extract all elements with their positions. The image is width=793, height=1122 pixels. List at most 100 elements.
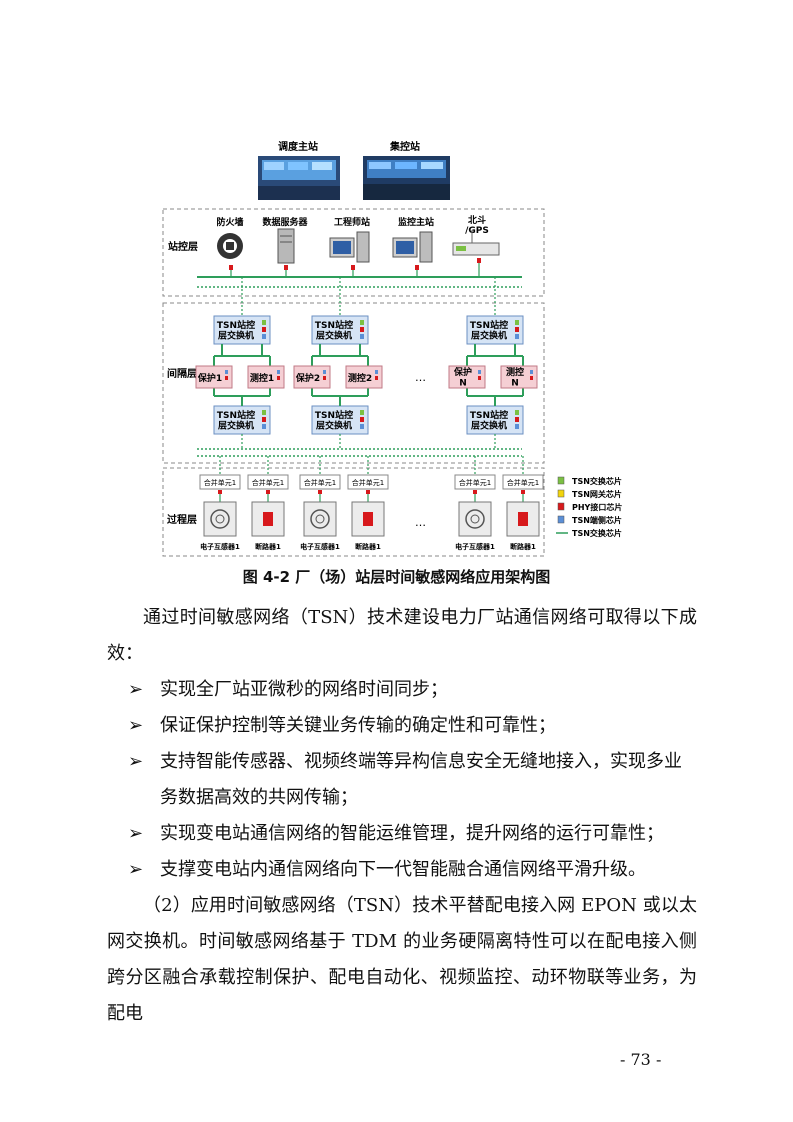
legend-item: PHY接口芯片 [557,502,622,512]
switch-label: TSN站控层交换机 [470,409,508,431]
control-label: 集控站 [389,140,420,153]
page-number: - 73 - [620,1050,662,1069]
merge-unit-label: 合并单元1 [459,478,491,487]
station-chips [229,258,481,270]
legend-label: TSN端侧芯片 [572,515,622,525]
switch-label: TSN站控层交换机 [217,409,255,431]
tsn-switch-lower: TSN站控层交换机 [213,405,271,435]
legend-label: TSN交换芯片 [572,476,622,486]
legend-label: TSN交换芯片 [572,528,622,538]
switch-label: TSN站控层交换机 [217,319,255,341]
bullet-arrow-icon: ➢ [128,679,144,700]
switch-label: TSN站控层交换机 [315,409,353,431]
list-item: ➢支撑变电站内通信网络向下一代智能融合通信网络平滑升级。 [128,852,698,888]
process-device-label: 断路器1 [510,542,536,551]
bay-unit-label: 保护2 [295,372,320,384]
bay-unit-label: 测控1 [250,372,274,384]
list-item: ➢实现变电站通信网络的智能运维管理，提升网络的运行可靠性； [128,816,698,852]
merge-unit-label: 合并单元1 [252,478,284,487]
process-devices: 合并单元1 电子互感器1 合并单元1 断路器1 合并单元1 电子互感器1 合并单元1 断路器1… [199,456,544,551]
benefit-list: ➢实现全厂站亚微秒的网络时间同步； ➢保证保护控制等关键业务传输的确定性和可靠性… [128,672,698,888]
merge-unit-label: 合并单元1 [204,478,236,487]
station-layer-box [162,208,545,297]
monitor-station-icon [392,231,433,263]
bay-control-unit: 测控1 [247,365,285,389]
engineer-station-label: 工程师站 [334,216,370,228]
firewall-icon [217,233,243,259]
dispatch-room-image [258,156,340,200]
legend-item: TSN交换芯片 [556,528,622,538]
dispatch-label: 调度主站 [278,140,318,153]
legend-item: TSN网关芯片 [557,489,622,499]
legend-item: TSN交换芯片 [557,476,622,486]
legend-label: PHY接口芯片 [572,502,622,512]
bay-unit-label: 保护1 [197,372,222,384]
breaker-icon [251,501,285,537]
process-device-label: 断路器1 [355,542,381,551]
paragraph-intro: 通过时间敏感网络（TSN）技术建设电力厂站通信网络可取得以下成效： [107,607,697,664]
process-device-label: 电子互感器1 [200,542,240,551]
tsn-switch-upper: TSN站控层交换机 [213,315,271,345]
merge-unit-label: 合并单元1 [304,478,336,487]
paragraph-2: （2）应用时间敏感网络（TSN）技术平替配电接入网 EPON 或以太网交换机。时… [107,895,697,1024]
switch-label: TSN站控层交换机 [315,319,353,341]
list-item: ➢保证保护控制等关键业务传输的确定性和可靠性； [128,708,698,744]
merge-unit: 合并单元1 [199,456,241,502]
tsn-switch-lower: TSN站控层交换机 [466,405,524,435]
control-room-image [363,156,450,200]
process-device-label: 电子互感器1 [455,542,495,551]
electronic-transformer-icon [458,501,492,537]
bay-protection-unit: 保护1 [195,365,233,389]
merge-unit: 合并单元1 [299,456,341,502]
breaker-icon [506,501,540,537]
bay-ellipsis: … [415,371,426,384]
process-layer-box [162,467,545,557]
beidou-gps-label: 北斗/GPS [465,214,489,236]
server-icon [277,228,295,264]
architecture-diagram: 调度主站 集控站 站控层 间隔层 过程层 防火墙 数据服务器 工程师站 监控主站… [162,140,622,557]
list-item: ➢实现全厂站亚微秒的网络时间同步； [128,672,698,708]
switch-label: TSN站控层交换机 [470,319,508,341]
process-device-label: 断路器1 [255,542,281,551]
figure-caption: 图 4-2 厂（场）站层时间敏感网络应用架构图 [242,568,551,586]
legend-label: TSN网关芯片 [572,489,622,499]
process-device-label: 电子互感器1 [300,542,340,551]
bullet-arrow-icon: ➢ [128,859,144,880]
breaker-icon [351,501,385,537]
bullet-arrow-icon: ➢ [128,823,144,844]
bay-layer-box [162,302,545,464]
process-ellipsis: … [415,516,426,529]
merge-unit: 合并单元1 [247,456,289,502]
gps-device-icon [452,230,500,256]
station-layer-label: 站控层 [168,240,198,253]
merge-unit-label: 合并单元1 [352,478,384,487]
merge-unit: 合并单元1 [502,456,544,502]
data-server-label: 数据服务器 [262,216,308,228]
tsn-switch-upper: TSN站控层交换机 [311,315,369,345]
merge-unit-label: 合并单元1 [507,478,539,487]
bay-control-unit: 测控2 [345,365,383,389]
tsn-switch-upper: TSN站控层交换机 [466,315,524,345]
legend-item: TSN端侧芯片 [557,515,622,525]
legend: TSN交换芯片 TSN网关芯片 PHY接口芯片 TSN端侧芯片 TSN交换芯片 [556,476,622,538]
bullet-arrow-icon: ➢ [128,751,144,772]
workstation-icon [329,231,370,263]
monitor-station-label: 监控主站 [398,216,434,228]
electronic-transformer-icon [303,501,337,537]
bay-unit-label: 测控2 [348,372,372,384]
tsn-switch-lower: TSN站控层交换机 [311,405,369,435]
process-layer-label: 过程层 [167,513,197,526]
merge-unit: 合并单元1 [454,456,496,502]
merge-unit: 合并单元1 [347,456,389,502]
bullet-arrow-icon: ➢ [128,715,144,736]
bay-layer-label: 间隔层 [167,367,197,380]
electronic-transformer-icon [203,501,237,537]
bay-protection-unit: 保护2 [293,365,331,389]
firewall-label: 防火墙 [216,216,243,228]
list-item: ➢支持智能传感器、视频终端等异构信息安全无缝地接入，实现多业务数据高效的共网传输… [128,744,698,816]
